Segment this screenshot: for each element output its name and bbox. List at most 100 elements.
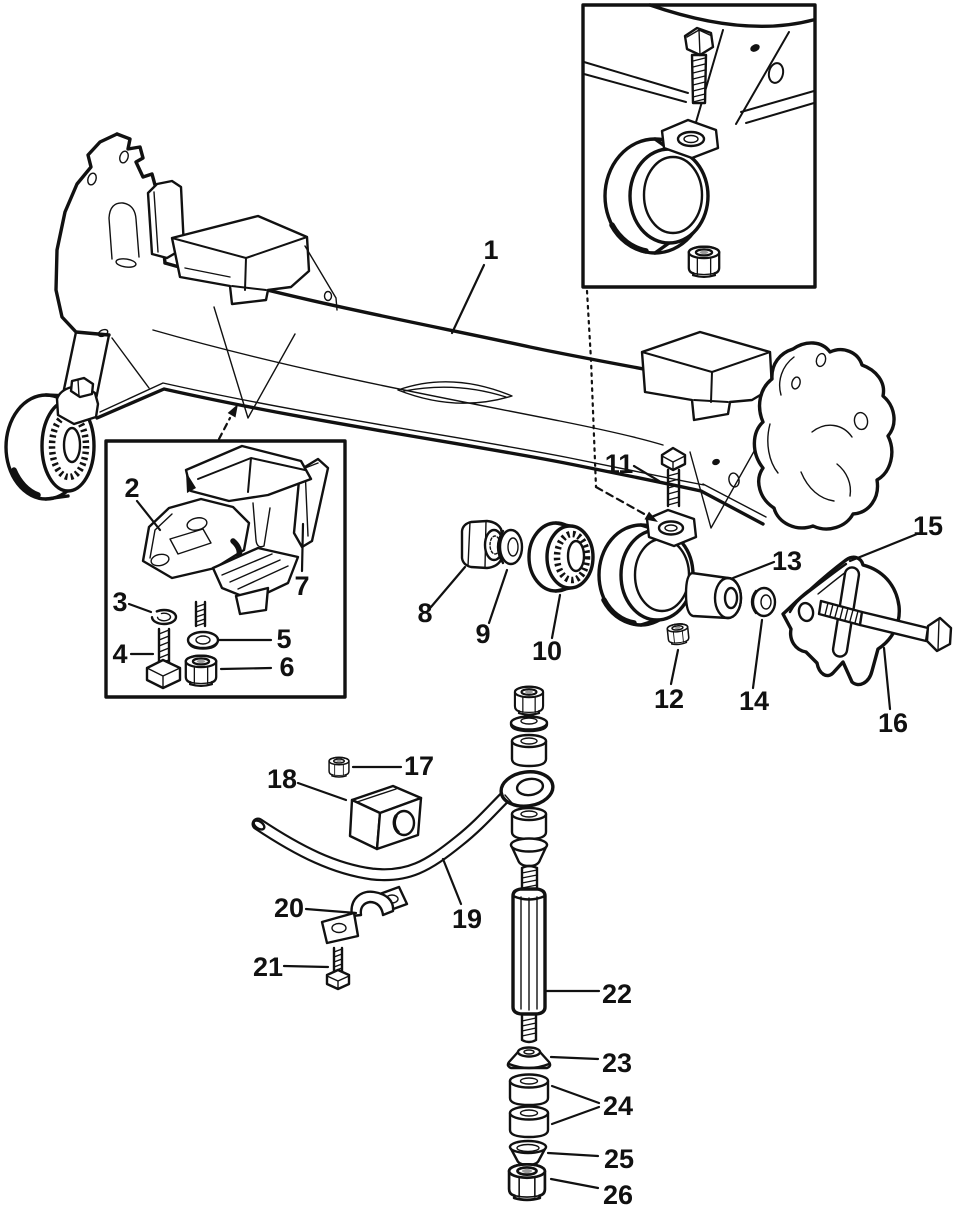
inset-gusset-lines bbox=[693, 29, 790, 130]
beam-bottom-right bbox=[699, 489, 765, 526]
leader-line-1 bbox=[450, 263, 486, 335]
beam-clamp-bushing bbox=[597, 508, 698, 627]
callout-25: 25 bbox=[604, 1144, 634, 1174]
part24-bushing-a bbox=[508, 1073, 550, 1107]
part5-washer bbox=[186, 630, 220, 650]
flange-slot bbox=[115, 258, 137, 268]
callout-13: 13 bbox=[772, 546, 802, 576]
link-cone-cup bbox=[509, 837, 549, 868]
part4-bolt bbox=[145, 627, 182, 690]
callout-16: 16 bbox=[878, 708, 908, 738]
mount-slot-finger bbox=[252, 502, 271, 548]
callout-22: 22 bbox=[602, 979, 632, 1009]
part2-mount-plate bbox=[141, 497, 251, 580]
leader-line-15 bbox=[848, 532, 919, 563]
callout-1: 1 bbox=[483, 235, 498, 265]
part26-locknut bbox=[507, 1162, 547, 1202]
inset-beam-edges bbox=[583, 61, 689, 103]
callout-26: 26 bbox=[603, 1180, 633, 1210]
part19-bar-inner bbox=[253, 793, 509, 880]
right-bump-bracket bbox=[640, 330, 774, 422]
part18-bushing-block bbox=[348, 784, 423, 851]
callout-21: 21 bbox=[253, 952, 283, 982]
part22-link-rod bbox=[511, 887, 547, 1016]
leader-line-24 bbox=[550, 1084, 601, 1105]
leader-line-16 bbox=[882, 646, 892, 711]
flange-to-clamp-lines bbox=[61, 330, 111, 406]
leader-line-20 bbox=[304, 907, 358, 915]
part2-rubber-wedge bbox=[211, 546, 300, 616]
inset-beam-arc bbox=[648, 3, 815, 29]
callout-4: 4 bbox=[112, 639, 127, 669]
link-top-locknut bbox=[513, 685, 545, 716]
part2-mount-channel bbox=[184, 444, 313, 503]
leader-line-6 bbox=[219, 666, 273, 671]
arrowhead-2 bbox=[644, 511, 658, 522]
right-end-shield bbox=[752, 341, 896, 531]
bar-end-cap bbox=[252, 819, 266, 831]
gusset-hole bbox=[323, 290, 333, 302]
leader-line-18 bbox=[296, 781, 348, 802]
axle-beam-part-1 bbox=[4, 132, 896, 531]
inset-beam-edges2 bbox=[740, 90, 815, 124]
leader-line-10 bbox=[550, 593, 562, 640]
anti-roll-bar-assembly bbox=[251, 685, 555, 1202]
leader-line-2 bbox=[135, 499, 162, 532]
part14-washer bbox=[750, 586, 777, 618]
part24-bushing-b bbox=[508, 1105, 550, 1139]
callout-12: 12 bbox=[654, 684, 684, 714]
part12-locknut bbox=[666, 622, 691, 647]
flange-hole bbox=[119, 150, 129, 164]
link-bushing-lower bbox=[510, 806, 548, 841]
leader-line-24 bbox=[550, 1105, 601, 1126]
callout-14: 14 bbox=[739, 686, 769, 716]
leader-line-7 bbox=[300, 522, 305, 573]
leader-line-8 bbox=[429, 565, 467, 609]
callout-3: 3 bbox=[112, 587, 127, 617]
inset-bushing-ring bbox=[603, 137, 710, 255]
callout-7: 7 bbox=[294, 571, 309, 601]
part23-cone-bushing bbox=[506, 1046, 552, 1070]
link-bushing-upper bbox=[510, 733, 548, 768]
inset-border bbox=[104, 439, 347, 699]
left-bump-bracket bbox=[170, 214, 311, 306]
leader-line-21 bbox=[282, 964, 330, 969]
flange-fin-line bbox=[153, 191, 159, 253]
inset-mount-box bbox=[104, 439, 347, 699]
beam-crease bbox=[152, 329, 664, 446]
flange-arch-cutout bbox=[108, 202, 140, 260]
leader-line-14 bbox=[751, 618, 764, 690]
annotation-arrow-1 bbox=[585, 289, 598, 489]
leader-line-11 bbox=[632, 464, 661, 483]
left-pivot-bushing bbox=[4, 376, 100, 501]
part21-bolt bbox=[325, 946, 351, 991]
gusset-line bbox=[111, 337, 150, 389]
inset-hole bbox=[767, 62, 785, 84]
bar-eye-end bbox=[499, 770, 555, 808]
inset-border bbox=[581, 3, 817, 289]
callout-18: 18 bbox=[267, 764, 297, 794]
beam-leaf-slot bbox=[397, 381, 513, 404]
part25-cup-washer bbox=[508, 1139, 548, 1167]
part13-rubber-bush bbox=[684, 571, 743, 620]
flange-hole bbox=[87, 172, 97, 186]
callout-24: 24 bbox=[603, 1091, 633, 1121]
annotation-arrow-2 bbox=[594, 485, 648, 517]
beam-bottom-edge bbox=[95, 387, 703, 493]
inset-bolt bbox=[683, 26, 715, 105]
shield-hole bbox=[853, 411, 869, 431]
leader-line-23 bbox=[549, 1055, 600, 1061]
gusset-line bbox=[304, 245, 338, 311]
callout-15: 15 bbox=[913, 511, 943, 541]
bracket-hole bbox=[797, 601, 815, 623]
leader-line-9 bbox=[487, 568, 509, 625]
leader-line-26 bbox=[549, 1177, 600, 1190]
leader-line-13 bbox=[731, 560, 776, 580]
leader-line-12 bbox=[669, 648, 680, 686]
gusset-hole bbox=[712, 458, 720, 466]
leader-line-25 bbox=[546, 1151, 600, 1158]
flange-hole-small bbox=[97, 328, 109, 338]
callout-23: 23 bbox=[602, 1048, 632, 1078]
shield-hole bbox=[815, 352, 827, 368]
